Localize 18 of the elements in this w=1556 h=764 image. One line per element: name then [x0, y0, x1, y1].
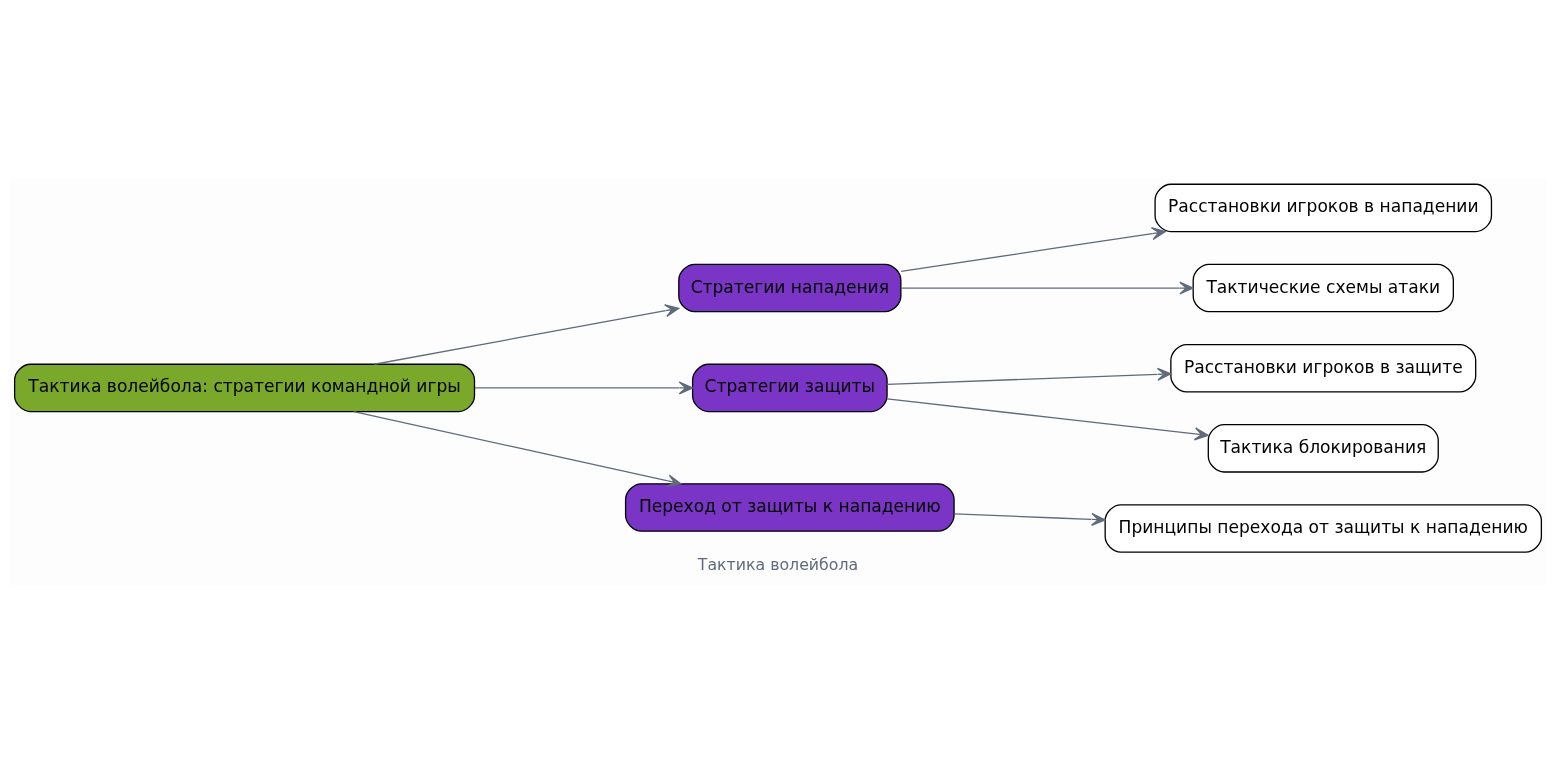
- arrow: [886, 398, 1209, 441]
- arrow: [474, 381, 694, 395]
- caption: Тактика волейбола: [697, 555, 859, 575]
- arrow: [886, 367, 1172, 385]
- arrow: [900, 227, 1166, 273]
- node-box: Расстановки игроков в нападении: [1154, 183, 1493, 233]
- arrow: [900, 281, 1194, 295]
- arrow: [353, 411, 682, 488]
- arrow: [373, 304, 680, 365]
- node-box: Принципы перехода от защиты к нападению: [1104, 504, 1543, 553]
- arrow: [953, 512, 1106, 526]
- node-box: Тактика блокирования: [1207, 424, 1439, 473]
- node-box: Тактика волейбола: стратегии командной игры: [13, 363, 476, 413]
- node-box: Стратегии защиты: [691, 363, 888, 413]
- node-box: Переход от защиты к нападению: [624, 483, 955, 532]
- node-box: Расстановки игроков в защите: [1170, 343, 1477, 393]
- node-box: Стратегии нападения: [678, 263, 902, 313]
- node-box: Тактические схемы атаки: [1192, 263, 1454, 313]
